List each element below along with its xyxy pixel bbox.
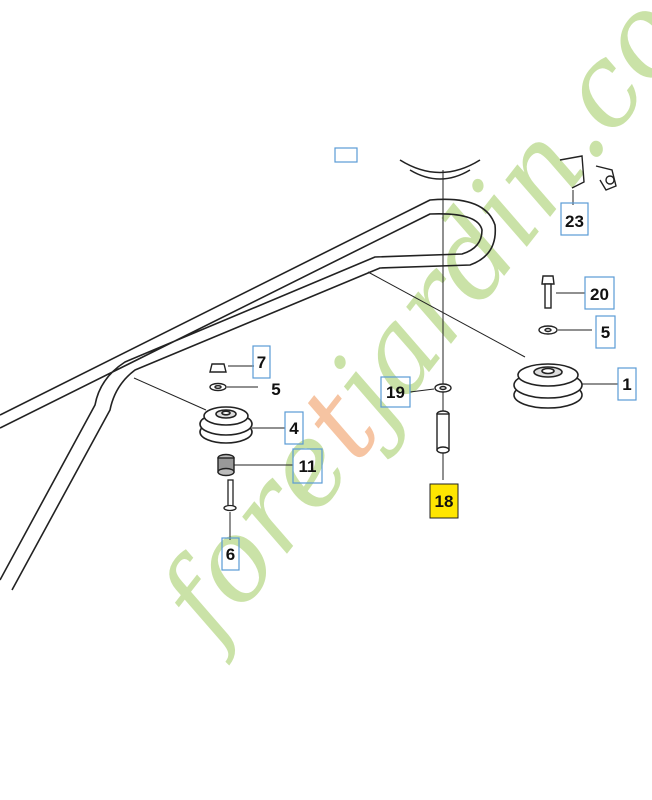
watermark-part-3: jardin.com — [290, 0, 652, 463]
leader-belt-to-pulley-4 — [133, 377, 207, 411]
callout-20[interactable]: 20 — [590, 285, 609, 304]
callout-frame-11 — [292, 448, 323, 484]
callout-frame-19 — [380, 376, 411, 408]
callout-11[interactable]: 11 — [299, 457, 317, 476]
bolt-20 — [541, 275, 555, 309]
shaft-18 — [436, 410, 450, 454]
watermark-text: foretjardin.com — [130, 0, 652, 668]
callout-18[interactable]: 18 — [435, 492, 454, 511]
callout-frame-7 — [252, 345, 271, 379]
callout-frame-23 — [560, 202, 589, 236]
callout-frame-6 — [221, 537, 240, 571]
washer-5-left — [209, 382, 227, 392]
callout-1[interactable]: 1 — [622, 375, 631, 394]
callout-5-right[interactable]: 5 — [601, 323, 610, 342]
callout-5-left[interactable]: 5 — [271, 380, 280, 399]
washer-5-right — [538, 325, 558, 335]
washer-19 — [434, 383, 452, 393]
callout-frame-partial — [334, 147, 358, 163]
watermark: foretjardin.com — [130, 0, 652, 668]
callout-23[interactable]: 23 — [565, 212, 584, 231]
callout-frame-18-highlight — [429, 483, 459, 519]
bolt-6 — [223, 479, 237, 512]
leader-19 — [409, 388, 435, 393]
callout-7[interactable]: 7 — [257, 353, 266, 372]
bracket-part-23 — [559, 155, 617, 191]
callout-frame-5-right — [595, 315, 616, 349]
callout-4[interactable]: 4 — [289, 419, 299, 438]
callout-frame-20 — [584, 276, 615, 310]
nut-7 — [209, 363, 227, 373]
upper-pulley — [399, 159, 481, 180]
leader-belt-to-pulley-1 — [367, 271, 526, 358]
callout-19[interactable]: 19 — [386, 383, 405, 402]
callout-frames — [221, 147, 637, 571]
drive-belt — [0, 198, 497, 591]
spacer-11 — [217, 453, 235, 477]
callout-frame-4 — [284, 411, 304, 445]
callout-frame-1 — [617, 367, 637, 401]
idler-pulley-4 — [199, 406, 253, 444]
idler-pulley-1 — [513, 363, 583, 409]
callout-6[interactable]: 6 — [226, 545, 235, 564]
